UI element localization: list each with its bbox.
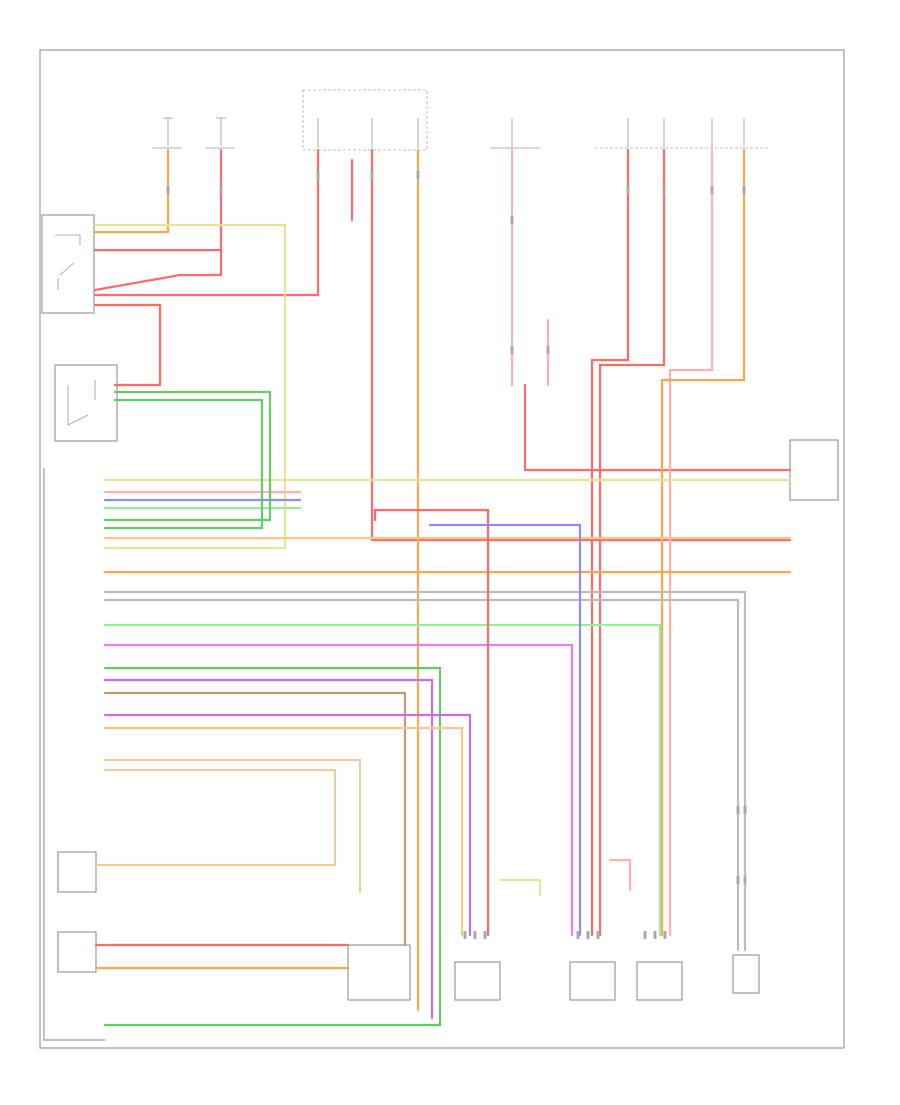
wire-lightgreen-26 <box>103 623 662 937</box>
wire-gray-24 <box>103 590 747 952</box>
wire-pink-14 <box>668 148 714 937</box>
wire-red-2 <box>93 248 223 292</box>
wire-red-4 <box>93 303 162 387</box>
connector-tick-22 <box>643 931 647 939</box>
component-box-switch <box>41 214 95 314</box>
wire-green-30 <box>103 666 442 1027</box>
wire-gray-25 <box>103 598 740 952</box>
connector-tick-19 <box>576 931 580 939</box>
connector-tick-10 <box>510 346 514 354</box>
wire-red-6 <box>370 148 792 542</box>
component-box-motor-1 <box>454 961 501 1001</box>
sensor-symbol <box>67 380 96 426</box>
wire-orange-15 <box>660 148 746 937</box>
wire-red-12 <box>590 148 630 937</box>
wire-green-21 <box>103 398 264 530</box>
wire-yellow-39 <box>498 878 542 897</box>
component-box-motor-2 <box>569 961 616 1001</box>
wire-red-1 <box>93 148 223 252</box>
connector-tick-16 <box>463 931 467 939</box>
wire-green-20 <box>103 390 272 522</box>
wire-red-3 <box>93 148 320 297</box>
connector-tick-2 <box>316 171 320 179</box>
wire-peach-34 <box>103 726 464 937</box>
component-box-switch-lower <box>57 851 97 893</box>
fuse-block-mid <box>490 118 540 149</box>
connector-tick-14 <box>736 876 740 884</box>
connector-tick-9 <box>742 186 746 194</box>
wire-red-28 <box>373 508 490 937</box>
component-box-connector-bottom <box>347 944 411 1001</box>
connector-tick-7 <box>662 186 666 194</box>
connector-tick-6 <box>626 186 630 194</box>
control-module-bracket <box>43 468 105 1041</box>
component-box-right-sensor <box>789 439 839 501</box>
wire-yellow-8 <box>93 223 287 550</box>
wire-violet-33 <box>103 713 472 937</box>
connector-tick-8 <box>710 186 714 194</box>
wire-blue-29 <box>428 523 582 937</box>
connector-tick-12 <box>736 806 740 814</box>
connector-tick-13 <box>743 806 747 814</box>
connector-tick-15 <box>743 876 747 884</box>
wire-tan-35 <box>103 758 362 894</box>
fuse-block-right <box>595 118 770 149</box>
switch-symbol <box>55 234 81 290</box>
connector-tick-17 <box>473 931 477 939</box>
component-box-motor-3 <box>636 961 683 1001</box>
wire-red-13 <box>598 148 666 937</box>
component-box-temp-sensor <box>732 954 760 994</box>
connector-tick-24 <box>663 931 667 939</box>
fuse-center-taps <box>317 118 419 148</box>
wire-pink-40 <box>608 858 632 892</box>
connector-tick-11 <box>546 346 550 354</box>
wire-magenta-27 <box>103 643 574 937</box>
component-box-sensor <box>54 364 118 442</box>
connector-tick-1 <box>219 186 223 194</box>
connector-tick-5 <box>510 216 514 224</box>
wire-brown-32 <box>103 691 407 947</box>
wire-orange-0 <box>93 148 170 234</box>
connector-tick-3 <box>370 171 374 179</box>
wire-tan-36 <box>94 768 337 867</box>
diagram-border <box>39 49 845 1049</box>
connector-tick-20 <box>586 931 590 939</box>
wire-red-11 <box>523 383 792 472</box>
tick-label-group <box>166 171 747 939</box>
connector-tick-18 <box>483 931 487 939</box>
wire-group <box>93 148 792 1027</box>
connector-tick-4 <box>416 171 420 179</box>
connector-tick-0 <box>166 186 170 194</box>
fuse-block-left <box>152 117 235 149</box>
component-box-sensor-lower <box>57 931 97 973</box>
connector-tick-21 <box>596 931 600 939</box>
fuse-block-center <box>302 89 428 151</box>
wire-violet-31 <box>103 678 434 1020</box>
connector-tick-23 <box>653 931 657 939</box>
